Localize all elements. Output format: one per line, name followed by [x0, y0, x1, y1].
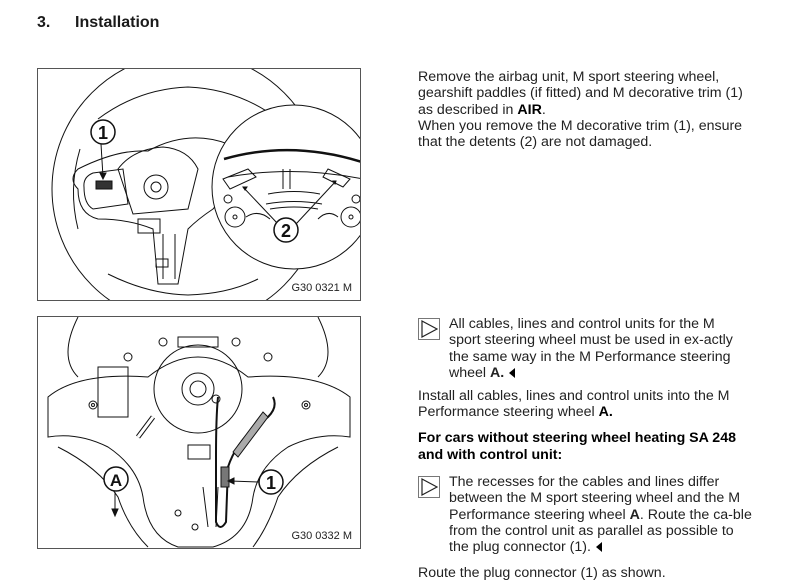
figure-code: G30 0321 M	[291, 282, 352, 294]
section-title: Installation	[75, 14, 160, 31]
subheading-condition: For cars without steering wheel heating …	[418, 430, 736, 463]
callout-a-circle	[103, 466, 129, 492]
note-text: All cables, lines and control units for …	[449, 316, 733, 381]
callout-1-label: 1	[98, 123, 108, 143]
section-number: 3.	[37, 14, 51, 31]
note-triangle-icon	[418, 318, 440, 340]
section-heading: 3. Installation	[37, 14, 159, 32]
remove-text: Remove the airbag unit, M sport steering…	[418, 69, 743, 118]
callout-1-circle	[90, 119, 116, 145]
route-instruction: Route the plug connector (1) as shown.	[418, 565, 666, 581]
end-of-note-icon	[509, 367, 516, 378]
note-text: The recesses for the cables and lines di…	[449, 474, 741, 523]
detail-circle	[211, 104, 360, 270]
callout-2-label: 2	[281, 221, 291, 241]
detents-warning: When you remove the M decorative trim (1…	[418, 117, 743, 151]
note-text-end: . Route the ca-ble from the control unit…	[449, 506, 752, 556]
remove-text-end: .	[541, 101, 546, 118]
steering-wheel-rear-illustration: A 1	[47, 317, 351, 548]
remove-instruction: Remove the airbag unit, M sport steering…	[418, 69, 758, 150]
wheel-a-reference: A	[629, 506, 640, 523]
callout-2-circle	[273, 217, 299, 243]
wheel-a-reference: A.	[490, 364, 505, 381]
callout-1-label: 1	[266, 473, 276, 493]
note-text-2: The recesses for the cables and lines di…	[449, 474, 754, 555]
wheel-a-reference: A.	[598, 404, 613, 421]
wheel-body-outline	[47, 356, 351, 548]
callout-a-label: A	[110, 471, 122, 490]
end-of-note-icon	[595, 542, 602, 553]
air-reference: AIR	[517, 101, 542, 118]
figure-code: G30 0332 M	[291, 530, 352, 542]
install-instruction: Install all cables, lines and control un…	[418, 388, 738, 421]
figure-steering-wheel-rear: A 1 G30 0332 M	[37, 316, 361, 549]
figure-steering-wheel-front: 1 2 G30 0321 M	[37, 68, 361, 301]
steering-wheel-front-illustration: 1 2	[51, 69, 360, 300]
install-text: Install all cables, lines and control un…	[418, 388, 730, 421]
note-triangle-icon	[418, 476, 440, 498]
note-text-1: All cables, lines and control units for …	[449, 316, 739, 381]
